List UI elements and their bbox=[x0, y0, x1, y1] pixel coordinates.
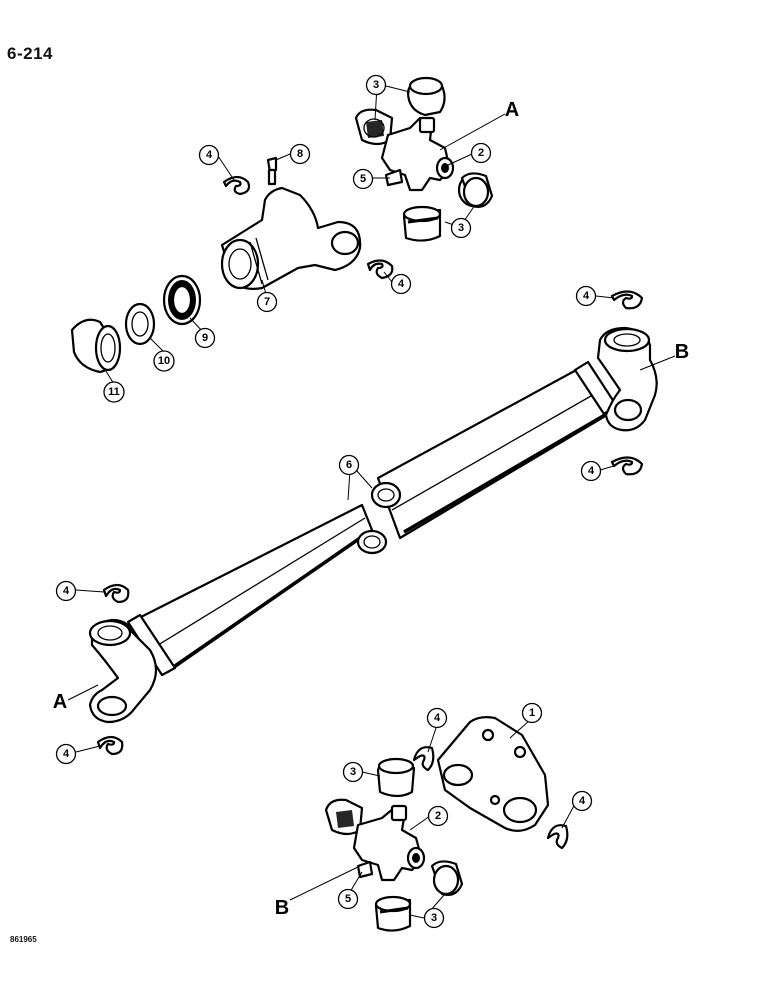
end-yoke-flange bbox=[436, 716, 550, 832]
drive-shaft-tube-lower bbox=[133, 503, 388, 674]
drive-shaft-tube-upper bbox=[370, 366, 614, 540]
svg-text:8: 8 bbox=[297, 148, 303, 160]
svg-text:4: 4 bbox=[579, 795, 586, 807]
callout-2-bottom: 2 bbox=[427, 805, 449, 827]
page-number: 6-214 bbox=[7, 44, 53, 63]
bearing-cup-bottom-1 bbox=[376, 757, 416, 798]
lock-washer bbox=[124, 302, 156, 346]
callout-3-bottom-lower: 3 bbox=[423, 907, 445, 929]
callout-4-right-lower: 4 bbox=[580, 460, 602, 482]
callout-5-bottom: 5 bbox=[337, 888, 359, 910]
tube-yoke-left bbox=[88, 613, 177, 724]
svg-text:3: 3 bbox=[373, 79, 379, 91]
callout-2-top: 2 bbox=[470, 142, 492, 164]
callout-4-left-lower: 4 bbox=[55, 743, 77, 765]
callout-4-right-upper: 4 bbox=[575, 285, 597, 307]
callout-3-top-lower: 3 bbox=[450, 217, 472, 239]
bearing-cup-top-4 bbox=[402, 205, 442, 242]
svg-text:7: 7 bbox=[264, 296, 270, 308]
svg-text:4: 4 bbox=[398, 278, 405, 290]
bearing-cup-top-1 bbox=[406, 76, 446, 117]
svg-text:9: 9 bbox=[202, 332, 208, 344]
bearing-cup-top-2 bbox=[354, 108, 394, 146]
grease-fitting-slip-yoke bbox=[266, 156, 278, 186]
svg-text:3: 3 bbox=[431, 912, 437, 924]
callout-11: 11 bbox=[103, 381, 125, 403]
seal-washer bbox=[162, 274, 202, 326]
svg-text:2: 2 bbox=[435, 810, 441, 822]
snap-ring-1 bbox=[222, 175, 251, 196]
callout-3-bottom-upper: 3 bbox=[342, 761, 364, 783]
snap-ring-5 bbox=[102, 583, 130, 604]
ref-letter-b-right: B bbox=[675, 341, 689, 363]
callout-4-bottom-middle: 4 bbox=[426, 707, 448, 729]
callout-3-top-upper: 3 bbox=[365, 74, 387, 96]
svg-text:4: 4 bbox=[583, 290, 590, 302]
slip-yoke bbox=[220, 186, 362, 290]
svg-text:3: 3 bbox=[458, 222, 464, 234]
callout-6: 6 bbox=[338, 454, 360, 476]
bearing-cup-top-3 bbox=[457, 172, 494, 208]
svg-text:2: 2 bbox=[478, 147, 484, 159]
ref-letter-a-top: A bbox=[505, 99, 519, 121]
callout-5-top: 5 bbox=[352, 168, 374, 190]
callout-10: 10 bbox=[153, 350, 175, 372]
callout-9: 9 bbox=[194, 327, 216, 349]
svg-text:4: 4 bbox=[63, 748, 70, 760]
bearing-cup-bottom-2 bbox=[324, 798, 364, 836]
tube-yoke-right bbox=[573, 326, 658, 432]
svg-text:5: 5 bbox=[345, 893, 351, 905]
svg-text:5: 5 bbox=[360, 173, 366, 185]
snap-ring-6 bbox=[96, 735, 124, 756]
grease-fitting-top bbox=[384, 168, 404, 187]
svg-text:11: 11 bbox=[108, 386, 120, 398]
drawing-id: 861965 bbox=[10, 935, 37, 944]
ref-letter-a-left: A bbox=[53, 691, 67, 713]
callout-7: 7 bbox=[256, 291, 278, 313]
bearing-cup-bottom-4 bbox=[374, 895, 412, 932]
callout-4-left-upper: 4 bbox=[55, 580, 77, 602]
callout-4-top-left: 4 bbox=[198, 144, 220, 166]
svg-text:4: 4 bbox=[588, 465, 595, 477]
callout-1: 1 bbox=[521, 702, 543, 724]
svg-text:6: 6 bbox=[346, 459, 352, 471]
snap-ring-2 bbox=[366, 259, 394, 280]
callout-4-bottom-right: 4 bbox=[571, 790, 593, 812]
snap-ring-7 bbox=[412, 746, 435, 772]
svg-text:10: 10 bbox=[158, 355, 170, 367]
svg-text:4: 4 bbox=[63, 585, 70, 597]
svg-text:4: 4 bbox=[206, 149, 213, 161]
bearing-cup-bottom-3 bbox=[430, 860, 464, 896]
svg-text:4: 4 bbox=[434, 712, 441, 724]
snap-ring-3 bbox=[610, 290, 644, 310]
ref-letter-b-bottom: B bbox=[275, 897, 289, 919]
callout-8: 8 bbox=[289, 143, 311, 165]
snap-ring-4 bbox=[610, 456, 644, 476]
svg-text:1: 1 bbox=[529, 707, 535, 719]
snap-ring-8 bbox=[546, 824, 569, 850]
svg-text:3: 3 bbox=[350, 766, 356, 778]
dust-cap-nut bbox=[70, 318, 122, 374]
callout-4-top-middle: 4 bbox=[390, 273, 412, 295]
